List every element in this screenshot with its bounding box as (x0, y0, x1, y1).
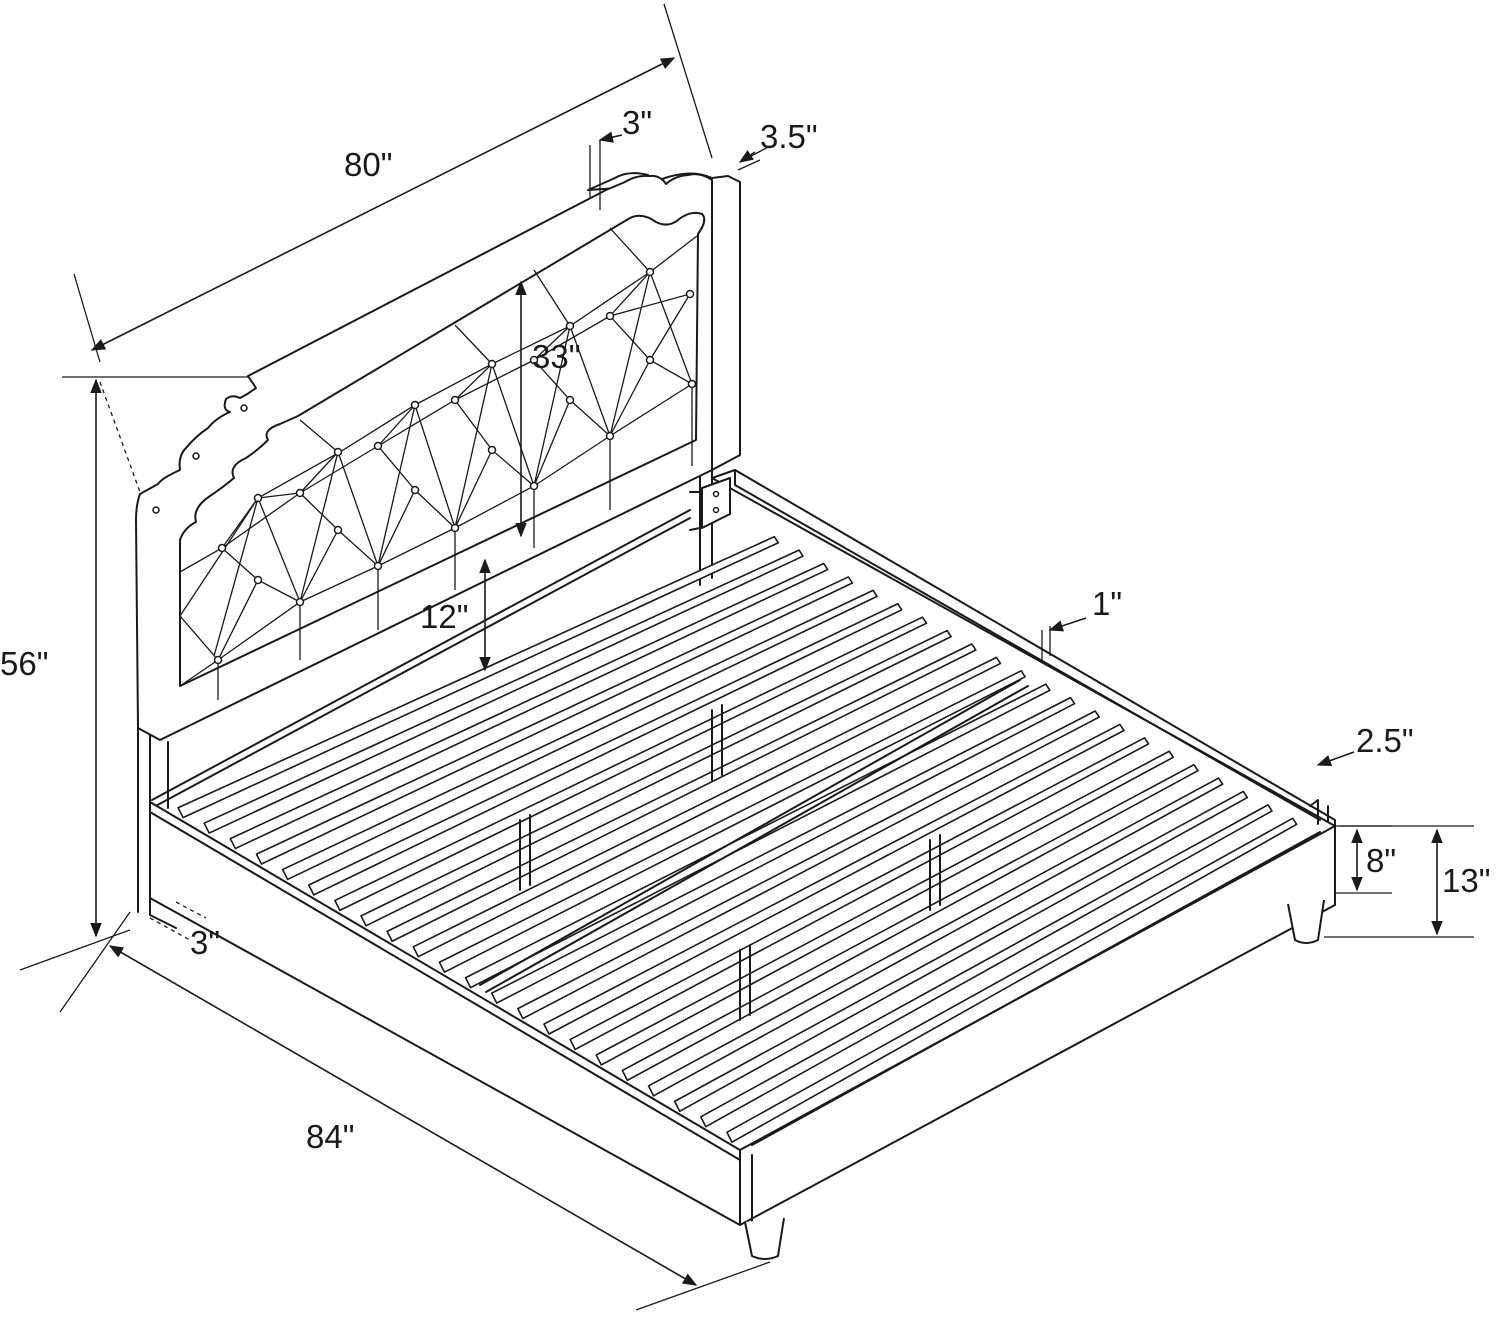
slat (699, 804, 1273, 1128)
slat (229, 562, 829, 850)
slat (281, 589, 878, 881)
slat (726, 817, 1298, 1143)
label-total-height: 56" (0, 645, 48, 682)
slat (307, 602, 903, 896)
left-side-rail (151, 509, 691, 809)
label-headboard-width: 80" (344, 146, 392, 183)
label-rail-height: 8" (1366, 842, 1396, 879)
label-headboard-depth-top: 3" (622, 104, 652, 141)
label-headboard-thickness: 3.5" (760, 118, 818, 155)
label-clearance: 12" (420, 598, 468, 635)
headboard-bracket (689, 477, 731, 531)
slat (360, 629, 952, 927)
label-frame-height: 13" (1442, 862, 1490, 899)
slat (203, 549, 804, 834)
right-side-rail (711, 469, 1336, 827)
label-length: 84" (306, 1118, 354, 1155)
label-panel-height: 33" (532, 338, 580, 375)
label-foot-offset: 3" (190, 924, 220, 961)
slat (255, 576, 854, 865)
center-legs (519, 704, 941, 1021)
dimension-labels: 80" 3" 3.5" 33" 12" 56" 1" 2.5" 8" 13" 3… (0, 104, 1490, 1155)
slat (177, 535, 780, 819)
slat (386, 643, 977, 943)
label-rail-thickness: 1" (1092, 585, 1122, 622)
label-rail-offset: 2.5" (1356, 722, 1414, 759)
center-rail (479, 679, 1029, 993)
dimension-lines (19, 3, 1474, 1311)
slat (334, 616, 928, 912)
